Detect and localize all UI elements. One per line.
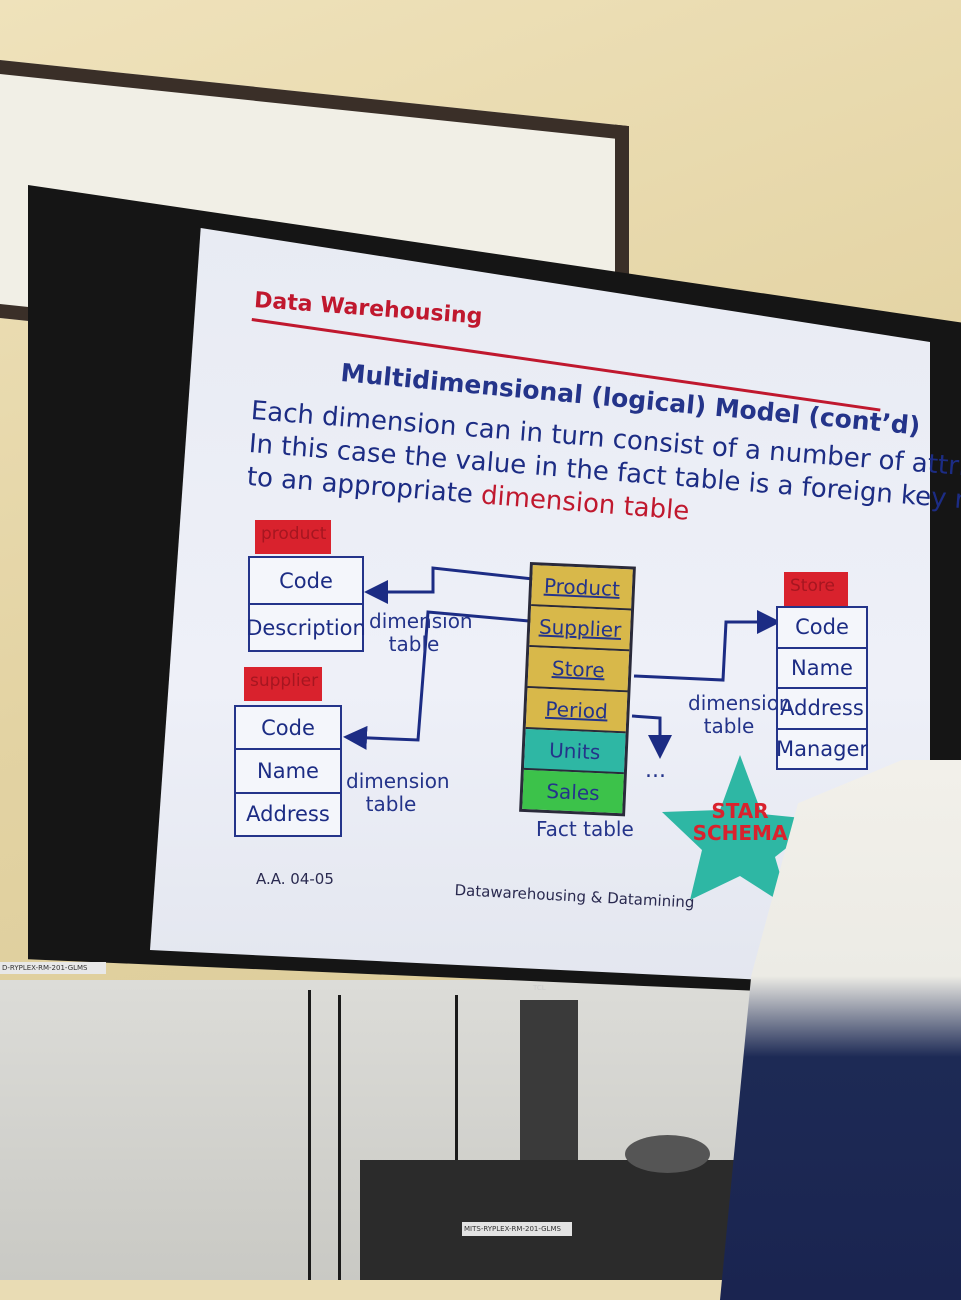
- fact-table: Product Supplier Store Period Units Sale…: [519, 562, 636, 817]
- dimension-table-supplier-annotation: dimension table: [346, 769, 450, 816]
- dimension-table-store-annotation: dimension table: [688, 691, 792, 738]
- connector-store: [633, 610, 781, 682]
- cable: [308, 990, 311, 1280]
- supplier-code-cell: Code: [236, 707, 340, 751]
- star-schema-label: STAR SCHEMA: [692, 799, 788, 845]
- store-manager-cell: Manager: [775, 736, 869, 761]
- connector-product: [364, 566, 543, 604]
- product-table-label: product: [255, 520, 331, 554]
- supplier-table: Code Name Address: [234, 705, 342, 837]
- fact-units-cell: Units: [523, 728, 626, 775]
- connector-supplier: [343, 610, 541, 750]
- connector-period: [631, 714, 672, 759]
- fact-product-cell: Product: [531, 565, 633, 611]
- asset-sticker: D-RYPLEX-RM-201-GLMS: [0, 962, 106, 974]
- supplier-table-label: supplier: [244, 667, 322, 701]
- store-table: Code Name Address Manager: [776, 606, 868, 770]
- store-address-cell: Address: [778, 689, 866, 730]
- tv-brand-logo: TCL: [533, 984, 546, 992]
- fact-supplier-cell: Supplier: [529, 606, 631, 652]
- fact-store-cell: Store: [527, 647, 630, 693]
- store-code-cell: Code: [778, 608, 866, 649]
- fact-sales-cell: Sales: [522, 769, 624, 814]
- tv-stand: [520, 1000, 578, 1170]
- desk: [360, 1160, 760, 1280]
- product-table: Code Description: [246, 556, 366, 652]
- star-shape: [662, 755, 822, 908]
- ellipsis-more-dimensions: ...: [645, 758, 666, 783]
- fact-table-caption: Fact table: [536, 817, 634, 841]
- fact-period-cell: Period: [525, 688, 628, 734]
- asset-sticker-desk: MITS-RYPLEX-RM-201-GLMS: [462, 1222, 572, 1236]
- cable: [338, 995, 341, 1280]
- supplier-name-cell: Name: [236, 750, 340, 794]
- store-table-label: Store: [784, 572, 848, 606]
- computer-mouse: [625, 1135, 710, 1173]
- product-description-cell: Description: [246, 615, 366, 640]
- cable: [455, 995, 458, 1165]
- dimension-table-product-annotation: dimension table: [369, 609, 473, 656]
- product-code-cell: Code: [250, 558, 362, 605]
- supplier-address-cell: Address: [246, 802, 330, 827]
- footer-academic-year: A.A. 04-05: [256, 870, 334, 888]
- store-name-cell: Name: [778, 649, 866, 689]
